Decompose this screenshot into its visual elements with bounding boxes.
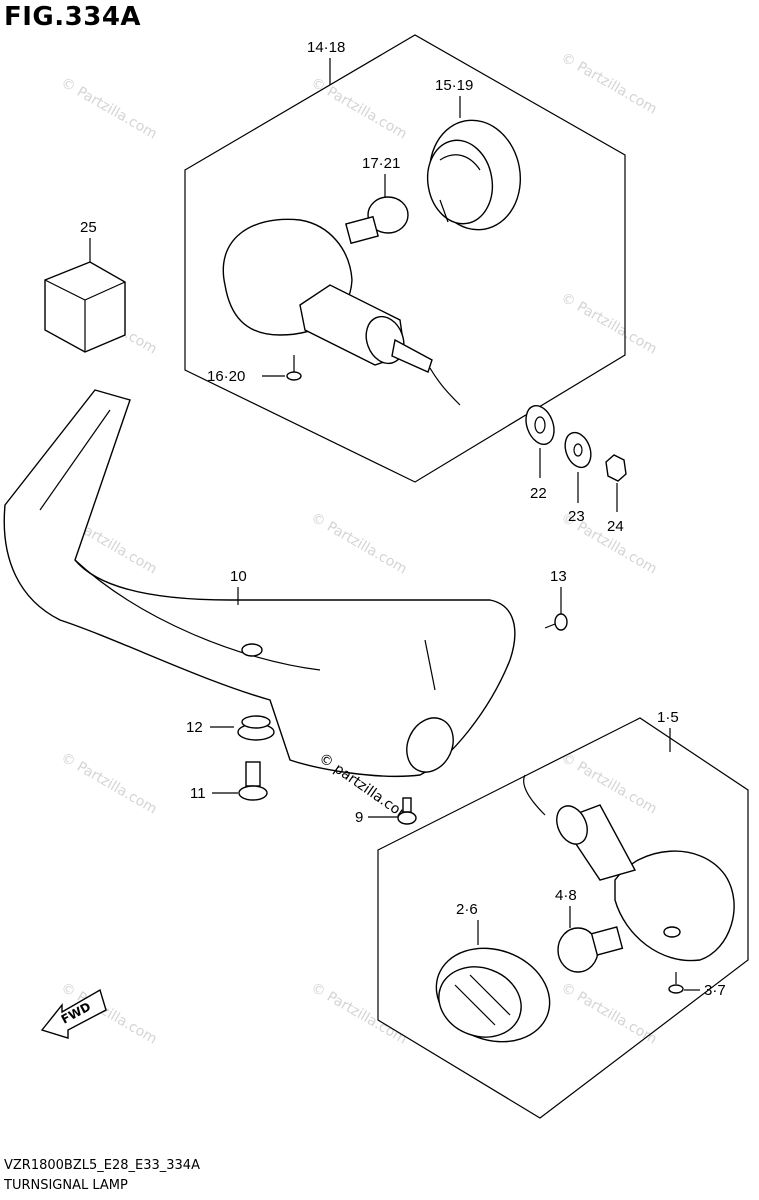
front-assembly-outline [377, 717, 749, 1119]
model-code: VZR1800BZL5_E28_E33_334A [4, 1158, 200, 1173]
callout-13: 13 [550, 568, 567, 585]
diagram-caption: TURNSIGNAL LAMP [4, 1178, 128, 1193]
bulb [345, 196, 409, 245]
watermark: © Partzilla.com [58, 75, 160, 143]
front-bulb [557, 926, 624, 973]
callout-24: 24 [607, 518, 624, 535]
watermark: © Partzilla.com [308, 980, 410, 1048]
washer-23 [564, 431, 592, 469]
callout-15-19: 15·19 [435, 77, 473, 94]
bolt-9 [397, 797, 417, 825]
callout-22: 22 [530, 485, 547, 502]
collar-11 [238, 761, 268, 801]
callout-10: 10 [230, 568, 247, 585]
grommet-12 [237, 715, 275, 741]
turn-signal-housing [222, 218, 461, 406]
callout-16-20: 16·20 [207, 368, 245, 385]
bracket [3, 389, 516, 778]
lens [426, 119, 522, 231]
callout-12: 12 [186, 719, 203, 736]
callout-3-7: 3·7 [704, 982, 726, 999]
watermark: © Partzilla.com [308, 75, 410, 143]
callout-11: 11 [190, 785, 206, 802]
watermark: © Partzilla.com [58, 750, 160, 818]
callout-25: 25 [80, 219, 97, 236]
screw-13 [544, 613, 568, 631]
callout-2-6: 2·6 [456, 901, 478, 918]
watermark: © Partzilla.com [558, 290, 660, 358]
front-housing [523, 774, 735, 962]
callout-9: 9 [355, 809, 363, 826]
figure-title: FIG.334A [4, 2, 142, 32]
callout-23: 23 [568, 508, 585, 525]
watermark: © Partzilla.com [558, 50, 660, 118]
grommet-22 [525, 404, 555, 446]
callout-14-18: 14·18 [307, 39, 345, 56]
callout-1-5: 1·5 [657, 709, 679, 726]
front-lens [435, 947, 551, 1043]
watermark: © Partzilla.com [308, 510, 410, 578]
relay [44, 261, 126, 353]
callout-4-8: 4·8 [555, 887, 577, 904]
screw [286, 355, 302, 381]
nut-24 [605, 454, 627, 482]
front-screw [668, 972, 684, 994]
watermark: © Partzilla.com [558, 980, 660, 1048]
rear-assembly-outline [184, 34, 626, 483]
callout-17-21: 17·21 [362, 155, 400, 172]
